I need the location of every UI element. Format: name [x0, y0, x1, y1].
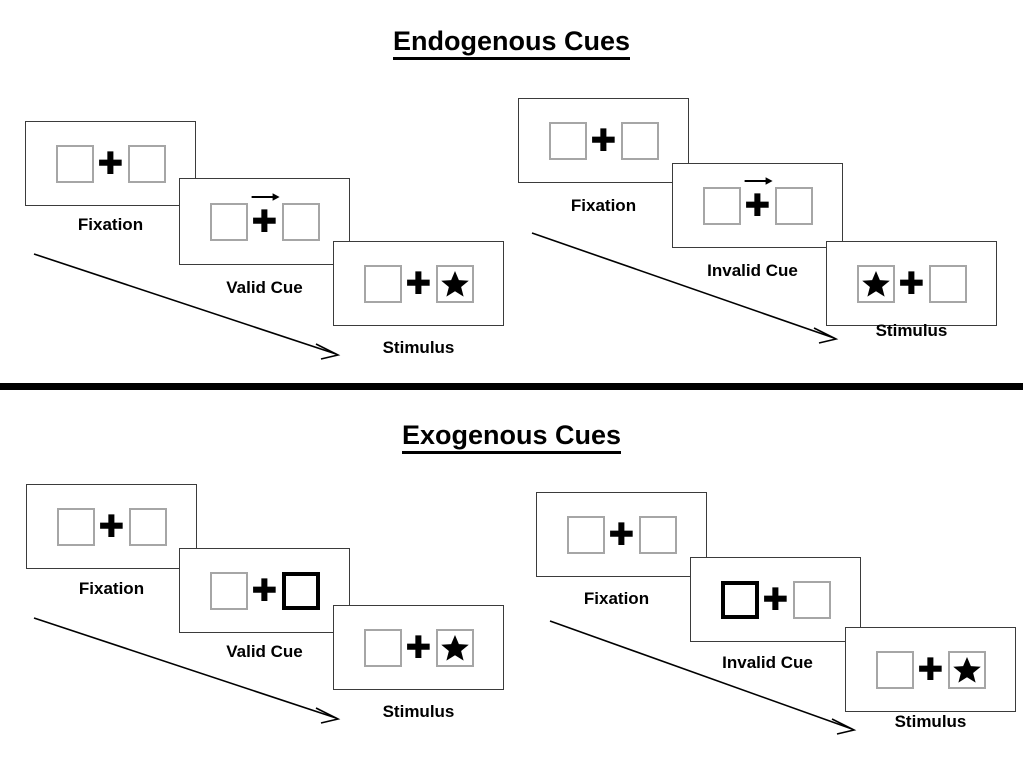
frame-label-fixation: Fixation [77, 215, 144, 234]
section-divider [0, 383, 1023, 390]
arrow-right-icon [744, 176, 773, 185]
fixation-cross-with-cue: ✚ [248, 192, 282, 241]
fixation-cross: ✚ [402, 265, 436, 303]
star-icon [861, 270, 890, 297]
frame-exogenous-valid-fixation: ✚ [26, 484, 197, 569]
right-placeholder-box [281, 202, 320, 241]
plus-icon: ✚ [405, 266, 432, 302]
plus-icon: ✚ [608, 517, 635, 553]
right-placeholder-box [127, 144, 166, 183]
frame-content: ✚ [363, 628, 474, 667]
frame-content: ✚ [875, 650, 986, 689]
star-icon [952, 656, 981, 683]
frame-content: ✚ [566, 515, 677, 554]
frame-label-valid-cue: Valid Cue [226, 642, 303, 661]
time-progression-arrow [33, 253, 341, 360]
plus-icon: ✚ [251, 204, 278, 240]
fixation-cross: ✚ [895, 265, 929, 303]
frame-label-valid-cue: Valid Cue [226, 278, 303, 297]
left-placeholder-box [875, 650, 914, 689]
section-title-endogenous: Endogenous Cues [0, 26, 1023, 60]
right-placeholder-box-with-target [435, 628, 474, 667]
frame-label-fixation: Fixation [78, 579, 145, 598]
frame-content: ✚ [209, 192, 320, 241]
plus-icon: ✚ [590, 123, 617, 159]
left-placeholder-box [548, 121, 587, 160]
frame-label-stimulus: Stimulus [894, 712, 967, 731]
section-title-endogenous-text: Endogenous Cues [392, 26, 630, 60]
frame-content: ✚ [856, 264, 967, 303]
plus-icon: ✚ [97, 146, 124, 182]
right-placeholder-box [638, 515, 677, 554]
right-placeholder-box-cued [281, 571, 320, 610]
star-icon [440, 634, 469, 661]
frame-label-invalid-cue: Invalid Cue [722, 653, 813, 672]
arrow-right-icon [251, 192, 280, 201]
frame-content: ✚ [56, 507, 167, 546]
frame-exogenous-valid-cue: ✚ [179, 548, 350, 633]
fixation-cross: ✚ [587, 122, 621, 160]
left-placeholder-box [56, 507, 95, 546]
plus-icon: ✚ [405, 630, 432, 666]
right-placeholder-box-with-target [435, 264, 474, 303]
left-placeholder-box [209, 202, 248, 241]
left-placeholder-box-with-target [856, 264, 895, 303]
frame-exogenous-valid-stimulus: ✚ [333, 605, 504, 690]
frame-label-invalid-cue: Invalid Cue [707, 261, 798, 280]
frame-endogenous-valid-fixation: ✚ [25, 121, 196, 206]
frame-content: ✚ [209, 571, 320, 610]
frame-exogenous-invalid-stimulus: ✚ [845, 627, 1016, 712]
right-placeholder-box [928, 264, 967, 303]
left-placeholder-box [363, 264, 402, 303]
fixation-cross: ✚ [914, 651, 948, 689]
right-placeholder-box [774, 186, 813, 225]
right-placeholder-box [128, 507, 167, 546]
left-placeholder-box [363, 628, 402, 667]
right-placeholder-box [620, 121, 659, 160]
frame-label-fixation: Fixation [583, 589, 650, 608]
left-placeholder-box [566, 515, 605, 554]
section-title-exogenous: Exogenous Cues [0, 420, 1023, 454]
frame-label-stimulus: Stimulus [875, 321, 948, 340]
section-title-exogenous-text: Exogenous Cues [401, 420, 622, 454]
fixation-cross: ✚ [248, 572, 282, 610]
plus-icon: ✚ [251, 573, 278, 609]
fixation-cross: ✚ [95, 508, 129, 546]
frame-label-stimulus: Stimulus [382, 338, 455, 357]
star-icon [440, 270, 469, 297]
left-placeholder-box [209, 571, 248, 610]
left-placeholder-box [55, 144, 94, 183]
right-placeholder-box [792, 580, 831, 619]
fixation-cross: ✚ [605, 516, 639, 554]
frame-label-fixation: Fixation [570, 196, 637, 215]
plus-icon: ✚ [898, 266, 925, 302]
fixation-cross-with-cue: ✚ [741, 176, 775, 225]
left-placeholder-box-cued [720, 580, 759, 619]
frame-endogenous-invalid-fixation: ✚ [518, 98, 689, 183]
plus-icon: ✚ [744, 188, 771, 224]
frame-content: ✚ [702, 176, 813, 225]
frame-content: ✚ [548, 121, 659, 160]
frame-endogenous-invalid-cue: ✚ [672, 163, 843, 248]
frame-content: ✚ [720, 580, 831, 619]
frame-exogenous-invalid-fixation: ✚ [536, 492, 707, 577]
frame-label-stimulus: Stimulus [382, 702, 455, 721]
right-placeholder-box-with-target [947, 650, 986, 689]
frame-endogenous-valid-stimulus: ✚ [333, 241, 504, 326]
left-placeholder-box [702, 186, 741, 225]
plus-icon: ✚ [917, 652, 944, 688]
frame-endogenous-invalid-stimulus: ✚ [826, 241, 997, 326]
fixation-cross: ✚ [94, 145, 128, 183]
frame-content: ✚ [55, 144, 166, 183]
fixation-cross: ✚ [402, 629, 436, 667]
frame-content: ✚ [363, 264, 474, 303]
frame-endogenous-valid-cue: ✚ [179, 178, 350, 265]
frame-exogenous-invalid-cue: ✚ [690, 557, 861, 642]
fixation-cross: ✚ [759, 581, 793, 619]
plus-icon: ✚ [762, 582, 789, 618]
plus-icon: ✚ [98, 509, 125, 545]
